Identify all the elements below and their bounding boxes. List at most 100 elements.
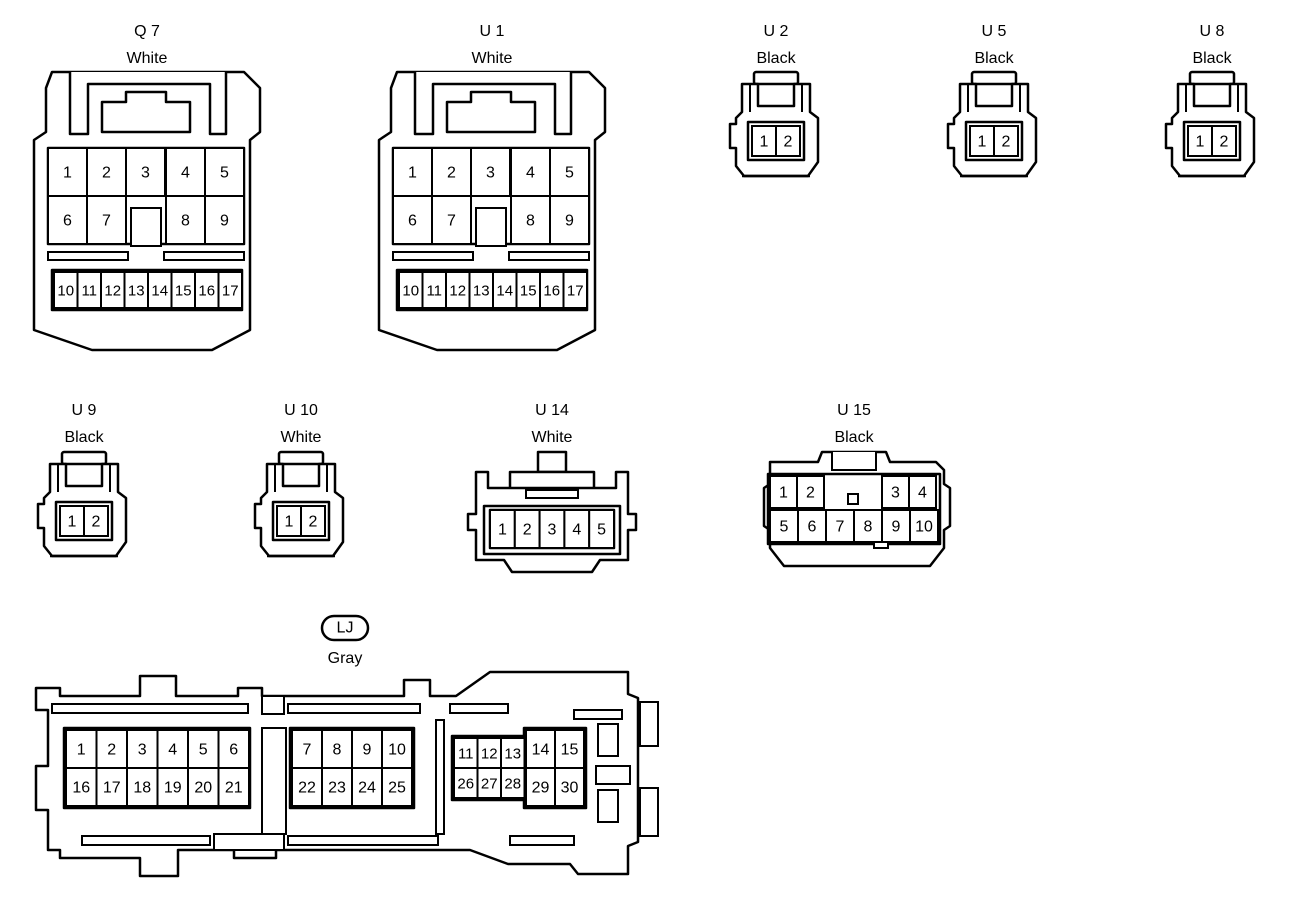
pin-number: 9 [892,519,901,536]
connector-name: LJ [337,620,354,637]
pin-number: 7 [102,213,111,230]
pin-number: 7 [447,213,456,230]
pin-cell: 1 [59,505,85,537]
pin-cell: 6 [392,195,433,245]
pin-cell: 6 [47,195,88,245]
pin-cell: 10 [909,509,939,543]
pin-number: 15 [175,283,192,300]
pin-number: 3 [891,485,900,502]
pin-cell: 18 [126,767,159,807]
pin-number: 2 [1002,134,1011,151]
pin-cell: 16 [539,271,565,309]
pin-cell: 10 [381,729,413,769]
pin-cell: 1 [751,125,777,157]
pin-number: 17 [222,283,239,300]
pin-cell: 3 [470,147,511,197]
pin-number: 13 [128,283,145,300]
pin-number: 10 [388,742,406,759]
pin-cell: 7 [825,509,855,543]
pin-number: 27 [481,776,498,793]
pin-cell: 20 [187,767,220,807]
pin-number: 11 [458,746,474,763]
pin-cell: 3 [125,147,166,197]
pin-number: 14 [496,283,513,300]
pin-number: 29 [532,780,550,797]
pin-number: 1 [978,134,987,151]
pin-cell: 1 [392,147,433,197]
pin-number: 21 [225,780,243,797]
pin-cell: 9 [549,195,590,245]
pin-number: 2 [309,514,318,531]
pin-cell: 7 [431,195,472,245]
pin-cell: 5 [588,509,616,549]
pin-cell: 30 [554,767,585,807]
pin-number: 16 [198,283,215,300]
connector-name: U 15 [837,402,871,419]
connector-name: U 14 [535,402,569,419]
pin-cell: 7 [86,195,127,245]
pin-cell: 5 [549,147,590,197]
pin-number: 24 [358,780,376,797]
pin-cell: 1 [1187,125,1213,157]
pin-cell: 21 [217,767,250,807]
pin-cell: 13 [123,271,149,309]
pin-cell: 4 [908,475,937,509]
pin-number: 9 [363,742,372,759]
connector-name: U 1 [480,23,505,40]
pin-number: 1 [77,742,86,759]
pin-number: 4 [572,522,581,539]
pin-cell: 13 [500,737,526,769]
pin-number: 2 [107,742,116,759]
pin-cell: 4 [156,729,189,769]
pin-number: 17 [567,283,584,300]
pin-number: 25 [388,780,406,797]
pin-number: 2 [523,522,532,539]
pin-cell: 3 [881,475,910,509]
pin-cell: 2 [83,505,109,537]
pin-cell: 8 [510,195,551,245]
pin-number: 3 [486,165,495,182]
pin-cell: 29 [525,767,556,807]
pin-cell: 2 [775,125,801,157]
connector-color: Black [974,50,1014,67]
connector-color: Gray [328,650,363,667]
connector-color: White [127,50,168,67]
pin-cell: 14 [147,271,173,309]
pin-cell: 4 [165,147,206,197]
pin-number: 1 [779,485,788,502]
pin-number: 15 [520,283,537,300]
pin-cell: 9 [204,195,245,245]
pin-number: 1 [1196,134,1205,151]
pin-cell: 17 [95,767,128,807]
pin-cell: 1 [489,509,516,549]
pin-cell: 2 [431,147,472,197]
pin-number: 3 [138,742,147,759]
pin-cell: 17 [562,271,588,309]
pin-number: 10 [915,519,933,536]
pin-number: 19 [164,780,182,797]
pin-number: 10 [402,283,419,300]
pin-cell: 5 [769,509,799,543]
pin-number: 2 [92,514,101,531]
pin-number: 17 [103,780,121,797]
pin-number: 1 [63,165,72,182]
pin-cell: 1 [47,147,88,197]
pin-cell: 2 [513,509,541,549]
pin-cell: 5 [204,147,245,197]
pin-cell: 24 [351,767,383,807]
pin-number: 23 [328,780,346,797]
pin-cell: 8 [321,729,353,769]
pin-cell: 2 [300,505,326,537]
pin-number: 4 [181,165,190,182]
pin-cell: 14 [525,729,556,769]
pin-number: 16 [543,283,560,300]
pin-cell: 11 [453,737,479,769]
pin-cell: 2 [993,125,1019,157]
pin-cell: 12 [476,737,502,769]
connector-name: U 8 [1200,23,1225,40]
pin-number: 1 [498,522,507,539]
pin-number: 9 [565,213,574,230]
pin-number: 3 [141,165,150,182]
pin-cell: 2 [1211,125,1237,157]
